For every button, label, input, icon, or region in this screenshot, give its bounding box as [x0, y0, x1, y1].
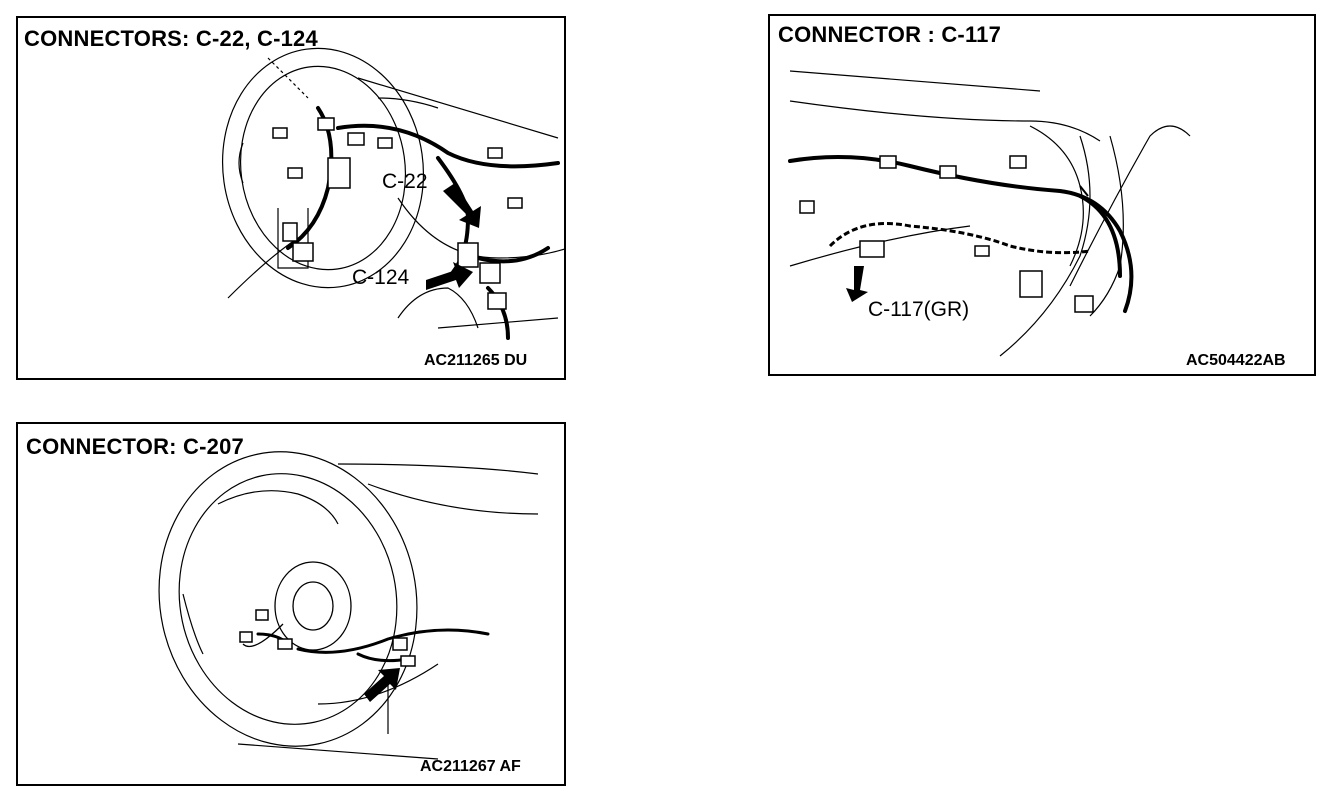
figure-code: AC211265 DU [424, 352, 528, 369]
panel-title: CONNECTORS: C-22, C-124 [24, 26, 318, 51]
panel-title: CONNECTOR: C-207 [26, 434, 244, 459]
diagram-panel-c207: CONNECTOR: C-207 AC211267 AF [16, 422, 566, 786]
arrow-pointer-icon [364, 668, 400, 702]
panel-title: CONNECTOR : C-117 [778, 22, 1002, 47]
arrow-pointer-icon [426, 183, 481, 290]
callout-label-c117: C-117(GR) [868, 298, 970, 321]
dashboard-harness-illustration [788, 70, 1191, 357]
callout-label-c22: C-22 [382, 170, 428, 193]
figure-code: AC504422AB [1186, 352, 1286, 369]
figure-code: AC211267 AF [420, 758, 521, 775]
dashboard-harness-illustration [221, 47, 564, 340]
callout-label-c124: C-124 [352, 266, 410, 289]
diagram-panel-c22-c124: CONNECTORS: C-22, C-124 C-22 C-124 AC211… [16, 16, 566, 380]
diagram-panel-c117: CONNECTOR : C-117 C-117(GR) AC504422AB [768, 14, 1316, 376]
arrow-pointer-icon [846, 266, 868, 302]
steering-wheel-illustration [158, 451, 539, 760]
